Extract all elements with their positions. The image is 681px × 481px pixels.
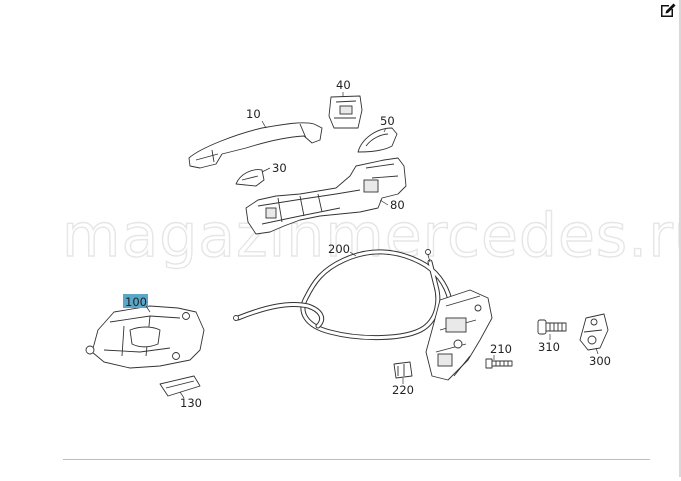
- label-50[interactable]: 50: [380, 114, 395, 128]
- door-lock-unit[interactable]: [425, 289, 493, 381]
- part-50-bezel[interactable]: [357, 127, 398, 153]
- leader-200: [349, 251, 357, 257]
- part-220-clip[interactable]: [393, 361, 413, 379]
- part-200-cable[interactable]: [233, 249, 453, 341]
- label-40[interactable]: 40: [336, 78, 351, 92]
- part-40-cap[interactable]: [328, 95, 363, 129]
- label-80[interactable]: 80: [390, 198, 405, 212]
- label-210[interactable]: 210: [490, 342, 512, 356]
- label-200[interactable]: 200: [328, 242, 350, 256]
- leader-30: [261, 167, 271, 173]
- edit-icon[interactable]: [659, 1, 677, 19]
- label-300[interactable]: 300: [589, 354, 611, 368]
- highlight-100: [123, 294, 148, 308]
- leader-50: [383, 127, 387, 133]
- part-300-striker[interactable]: [579, 313, 609, 351]
- leader-80: [379, 199, 389, 206]
- label-10[interactable]: 10: [246, 107, 261, 121]
- leader-10: [261, 120, 267, 129]
- part-80-carrier[interactable]: [245, 157, 407, 235]
- bottom-divider: [63, 459, 650, 460]
- label-310[interactable]: 310: [538, 340, 560, 354]
- part-10-outer-handle[interactable]: [188, 122, 323, 169]
- label-220[interactable]: 220: [392, 383, 414, 397]
- part-30-cover[interactable]: [235, 169, 265, 187]
- part-310-bolt[interactable]: [537, 319, 567, 335]
- part-210-screw[interactable]: [485, 358, 513, 369]
- leader-100: [145, 305, 151, 313]
- watermark: magazinmercedes.ru: [62, 201, 681, 271]
- leader-130: [179, 391, 185, 399]
- part-100-inner-handle[interactable]: [85, 305, 205, 369]
- leader-300: [595, 347, 599, 355]
- label-130[interactable]: 130: [180, 396, 202, 410]
- label-100[interactable]: 100: [125, 295, 147, 309]
- right-border: [679, 0, 681, 477]
- label-30[interactable]: 30: [272, 161, 287, 175]
- part-130-cover[interactable]: [159, 375, 201, 397]
